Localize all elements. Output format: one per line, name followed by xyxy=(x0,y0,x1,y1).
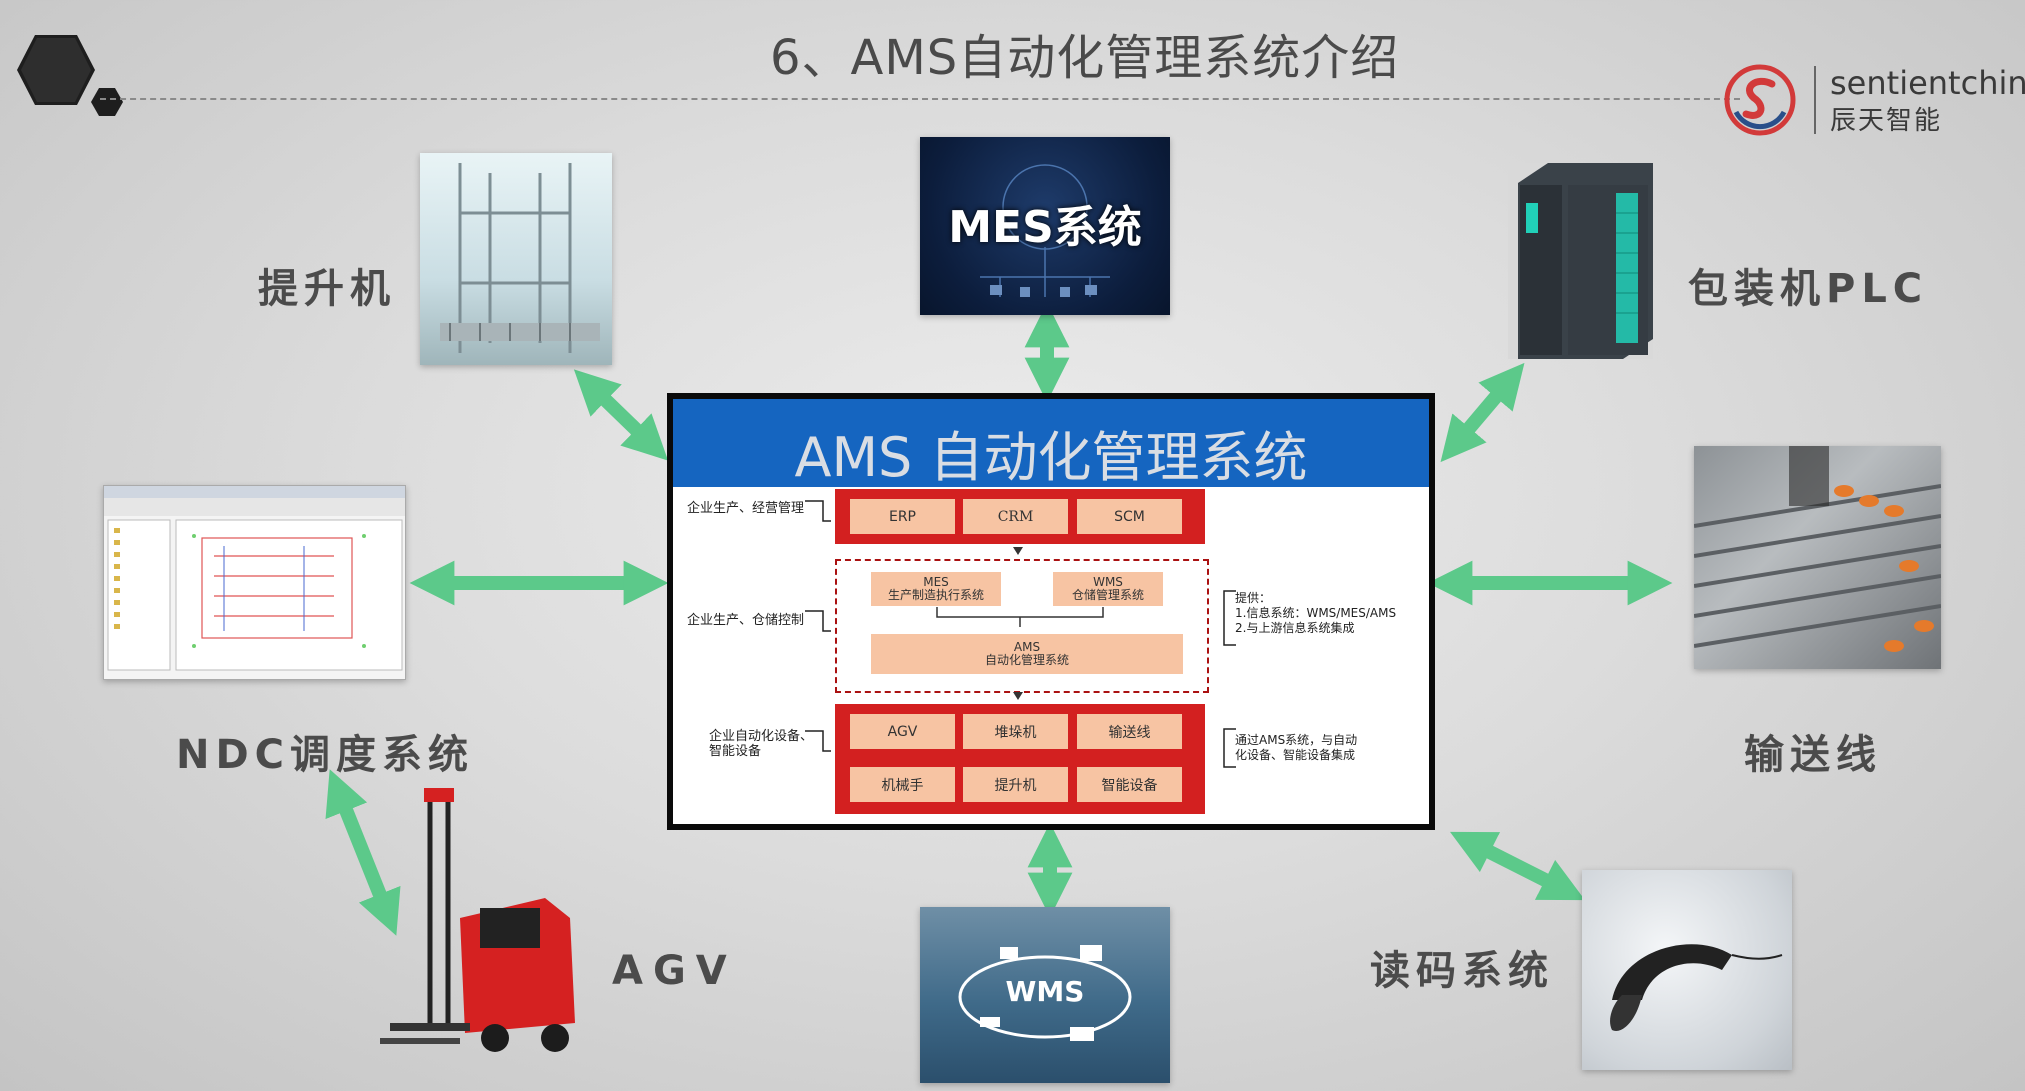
ams-central-panel: AMS 自动化管理系统 企业生产、经营管理 ERP CRM SCM 企业生产、仓… xyxy=(667,393,1435,830)
scm-cell: SCM xyxy=(1077,499,1182,534)
arrow-hoist xyxy=(573,369,669,461)
row1-label: 企业生产、经营管理 xyxy=(687,501,805,516)
mes-cell-desc: 生产制造执行系统 xyxy=(887,588,984,602)
conveyor-label: 输送线 xyxy=(1744,732,1882,778)
ams-title: AMS 自动化管理系统 xyxy=(794,426,1308,489)
arrow-agv xyxy=(325,769,401,936)
wms-image-text: WMS xyxy=(1005,975,1085,1008)
logo-subtitle: 辰天智能 xyxy=(1830,106,1943,136)
mes-image-text: MES系统 xyxy=(948,202,1142,253)
agv-label: AGV xyxy=(612,948,737,994)
mes-cell-title: MES xyxy=(923,575,949,589)
row3-note-line1: 通过AMS系统，与自动 xyxy=(1235,733,1358,747)
barcode-reader-image xyxy=(1582,870,1792,1070)
conveyor-cell: 输送线 xyxy=(1077,714,1182,749)
sentientchina-logo-icon xyxy=(1724,64,1796,136)
packer-plc-label: 包装机PLC xyxy=(1688,266,1929,312)
wms-cell: WMS 仓储管理系统 xyxy=(1053,572,1163,606)
hoist-label: 提升机 xyxy=(258,266,396,312)
robot-arm-cell: 机械手 xyxy=(850,767,955,802)
row2-label: 企业生产、仓储控制 xyxy=(687,613,805,628)
hexagon-decoration-icon xyxy=(17,35,123,116)
row3-note: 通过AMS系统，与自动 化设备、智能设备集成 xyxy=(1235,733,1357,763)
row3-note-line2: 化设备、智能设备集成 xyxy=(1235,748,1356,762)
ams-cell: AMS 自动化管理系统 xyxy=(871,634,1183,674)
flow-arrow-1 xyxy=(1013,547,1023,555)
row3-note-bracket xyxy=(1223,728,1236,768)
row2-note: 提供： 1.信息系统：WMS/MES/AMS 2.与上游信息系统集成 xyxy=(1235,591,1396,636)
row2-note-line2: 1.信息系统：WMS/MES/AMS xyxy=(1235,606,1397,620)
flow-arrow-2 xyxy=(1013,692,1023,700)
crm-cell: CRM xyxy=(963,499,1068,534)
arrow-reader xyxy=(1450,831,1585,901)
row3-label-line2: 智能设备 xyxy=(709,744,762,759)
wms-cloud-icon xyxy=(958,945,1132,1041)
hoist-image xyxy=(420,153,612,365)
row1-bracket xyxy=(805,500,831,522)
row3-bracket xyxy=(805,730,831,752)
page-title: 6、AMS自动化管理系统介绍 xyxy=(770,30,1400,86)
wms-system-image: WMS xyxy=(920,907,1170,1083)
mes-cell: MES 生产制造执行系统 xyxy=(871,572,1001,606)
arrow-plc xyxy=(1440,362,1525,463)
stacker-cell: 堆垛机 xyxy=(963,714,1068,749)
row2-note-line1: 提供： xyxy=(1235,591,1272,605)
row2-bracket xyxy=(805,610,831,632)
packer-plc-image xyxy=(1508,163,1653,359)
row3-label: 企业自动化设备、 智能设备 xyxy=(709,729,813,759)
erp-cell: ERP xyxy=(850,499,955,534)
row3-label-line1: 企业自动化设备、 xyxy=(709,729,814,744)
title-divider xyxy=(100,98,1740,100)
ams-header: AMS 自动化管理系统 xyxy=(673,399,1429,489)
ndc-label: NDC调度系统 xyxy=(176,732,475,778)
ams-cell-desc: 自动化管理系统 xyxy=(984,653,1069,667)
row2-note-line3: 2.与上游信息系统集成 xyxy=(1235,621,1355,635)
row2-note-bracket xyxy=(1223,590,1236,646)
reader-label: 读码系统 xyxy=(1370,948,1554,994)
merge-connector xyxy=(936,607,1104,627)
wms-cell-desc: 仓储管理系统 xyxy=(1071,588,1144,602)
mes-cloud-icon xyxy=(980,164,1110,297)
smart-device-cell: 智能设备 xyxy=(1077,767,1182,802)
ndc-dispatch-image xyxy=(103,485,406,680)
logo-divider xyxy=(1814,66,1816,134)
hoist-cell: 提升机 xyxy=(963,767,1068,802)
agv-forklift-image xyxy=(370,788,580,1068)
agv-cell: AGV xyxy=(850,714,955,749)
logo-text: sentientchina xyxy=(1830,64,2025,102)
wms-cell-title: WMS xyxy=(1093,575,1123,589)
conveyor-image xyxy=(1694,446,1941,669)
mes-system-image: MES系统 xyxy=(920,137,1170,315)
ams-cell-title: AMS xyxy=(1013,640,1041,654)
